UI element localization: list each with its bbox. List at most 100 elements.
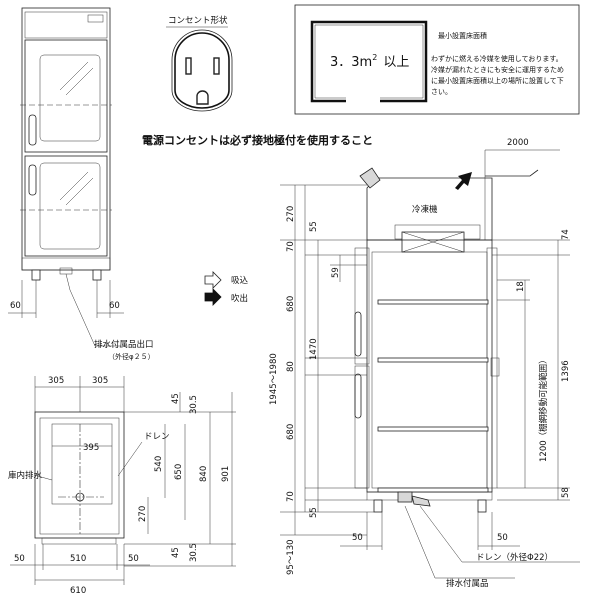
floor-area-note-1: わずかに燃える冷媒を使用しております。	[431, 54, 563, 63]
plan-right-45: 45	[171, 393, 181, 404]
plan-outer-body	[34, 411, 125, 539]
side-view: 2000 冷凍機	[269, 138, 580, 589]
front-view: 60 60 排水付属品出口 （外径φ２５）	[8, 7, 155, 361]
drain-leader	[65, 273, 120, 347]
side-foot-rear	[477, 499, 487, 513]
side-dim-70-bottom: 70	[286, 491, 296, 502]
side-shelf-range: 1200（棚網移動可能範囲）	[538, 355, 549, 462]
front-drain-outlet	[59, 267, 73, 275]
front-top-panel	[24, 11, 108, 39]
side-upper-handle	[354, 311, 362, 357]
plan-drain-label: ドレン	[144, 432, 170, 442]
intake-arrow-icon	[204, 271, 222, 289]
room-outline-icon	[310, 20, 428, 103]
side-right-18: 18	[516, 281, 526, 292]
side-foot-front	[373, 499, 383, 513]
plan-inner-width: 395	[83, 443, 99, 453]
plan-right-305: 30.5	[189, 395, 199, 414]
power-cable	[485, 169, 539, 177]
plan-right-840: 840	[199, 466, 209, 482]
side-upper-door	[354, 247, 370, 365]
side-drain-accessory: 排水付属品	[446, 578, 489, 589]
side-dim-55: 55	[309, 221, 319, 232]
front-upper-glass	[39, 54, 101, 142]
plan-right-270: 270	[138, 506, 148, 522]
front-upper-handle	[28, 114, 37, 146]
drain-outlet-spec: （外径φ２５）	[108, 352, 155, 361]
side-dim-59: 59	[331, 267, 341, 278]
side-top-width: 2000	[507, 138, 529, 148]
drain-outlet-label: 排水付属品出口	[94, 339, 154, 350]
outlet-note: 電源コンセントは必ず接地極付を使用すること	[142, 133, 373, 147]
plan-front-door	[41, 537, 117, 545]
side-lower-handle	[354, 373, 362, 419]
plan-bottom-right: 50	[128, 554, 139, 564]
plan-interior	[51, 423, 113, 505]
shelf	[377, 426, 489, 432]
shelf	[377, 299, 489, 305]
shelf	[377, 487, 489, 493]
side-dim-270: 270	[286, 206, 296, 222]
outlet-shape-icon	[174, 32, 230, 109]
outlet-slot-left	[185, 57, 192, 75]
side-dim-total-height: 1945～1980	[269, 353, 279, 405]
side-dim-680-upper: 680	[286, 296, 296, 312]
plan-bottom-mid: 510	[70, 554, 86, 564]
exhaust-arrow-icon	[204, 288, 222, 306]
side-dim-70: 70	[286, 241, 296, 252]
front-base	[21, 257, 111, 271]
front-lower-glass	[39, 162, 101, 250]
floor-area-note-2: 冷媒が漏れたときにも安全に運用するため	[431, 65, 564, 74]
front-cabinet-outline	[21, 7, 111, 271]
glass-reflection	[59, 171, 89, 201]
floor-area-title: 最小設置床面積	[438, 31, 487, 40]
front-dim-left: 60	[10, 301, 21, 311]
front-foot-left	[31, 269, 41, 281]
floor-area-note-4: さい。	[431, 88, 452, 96]
side-dim-80: 80	[286, 361, 296, 372]
side-unit-label: 冷凍機	[412, 204, 438, 215]
intake-grille-icon	[359, 167, 381, 189]
legend-exhaust: 吹出	[231, 293, 248, 304]
front-control-panel	[87, 14, 104, 23]
side-drain-fitting	[397, 491, 413, 503]
front-foot-right	[92, 269, 102, 281]
glass-reflection	[65, 177, 94, 206]
glass-reflection	[59, 61, 89, 91]
plan-bottom-305: 30.5	[189, 543, 199, 562]
front-lower-handle	[28, 164, 37, 196]
side-dim-680-lower: 680	[286, 424, 296, 440]
exhaust-arrow-icon	[455, 172, 472, 190]
side-right-58: 58	[561, 487, 571, 498]
side-dim-95-130: 95～130	[286, 539, 296, 575]
floor-area-box	[294, 4, 580, 115]
front-dim-right: 60	[109, 301, 120, 311]
side-dim-55-bottom: 55	[309, 507, 319, 518]
side-cabinet-body	[366, 239, 493, 493]
side-dim-1470: 1470	[309, 338, 319, 360]
side-shelves	[377, 299, 489, 493]
side-bottom-left-50: 50	[352, 533, 363, 543]
glass-reflection	[65, 67, 94, 96]
plan-bottom-total: 610	[70, 586, 86, 596]
plan-right-540: 540	[154, 456, 164, 472]
plan-right-901: 901	[221, 466, 231, 482]
plan-internal-drain: 庫内排水	[8, 470, 43, 481]
shelf	[377, 357, 489, 363]
front-lower-door	[24, 155, 108, 257]
plan-bottom-45: 45	[171, 547, 181, 558]
outlet-title: コンセント形状	[168, 15, 228, 26]
plan-bottom-left: 50	[14, 554, 25, 564]
plan-top-right: 305	[92, 376, 108, 386]
plan-top-left: 305	[48, 376, 64, 386]
outlet-section: コンセント形状 電源コンセントは必ず接地極付を使用すること	[142, 15, 373, 147]
outlet-ground-slot	[196, 90, 209, 105]
plan-view: 305 305 395 ドレン 庫内排水 45 30.5 540 650 840…	[8, 376, 236, 596]
side-drain-label: ドレン（外径Φ22）	[476, 552, 553, 563]
floor-area-note-3: に最小設置床面積以上の場所に設置して下	[431, 76, 564, 85]
outlet-slot-right	[213, 57, 220, 75]
side-bottom-right-50: 50	[497, 533, 508, 543]
